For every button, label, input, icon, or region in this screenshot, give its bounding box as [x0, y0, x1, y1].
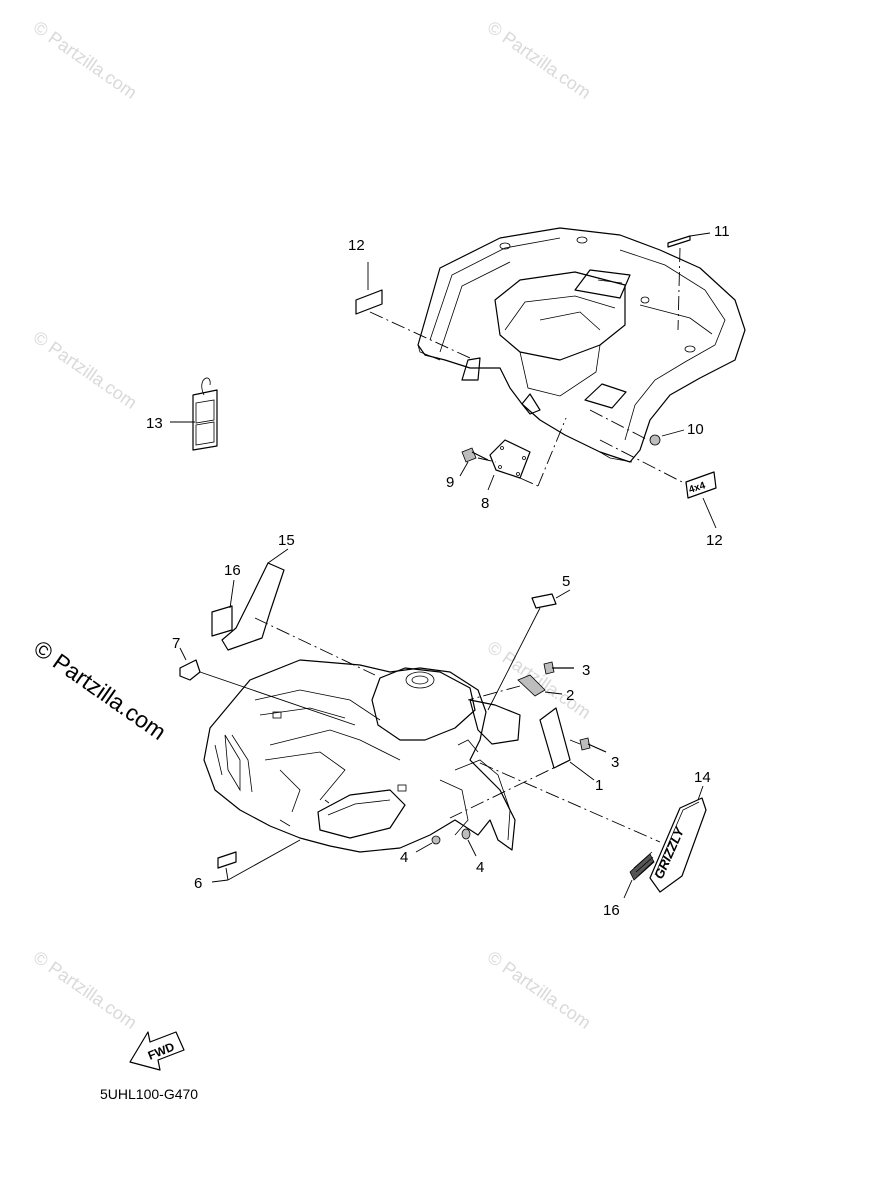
decal-11 — [667, 235, 691, 248]
rivet-3-upper — [543, 661, 574, 675]
callout-7: 7 — [172, 635, 180, 652]
front-fender — [203, 659, 521, 853]
decal-4x4-text: 4x4 — [688, 480, 708, 496]
callout-8: 8 — [481, 495, 489, 512]
plate-8 — [489, 439, 531, 479]
grommet-4-left — [431, 835, 441, 845]
callout-14: 14 — [694, 769, 711, 786]
plate-2 — [517, 674, 546, 697]
plate-1 — [539, 707, 571, 769]
watermark-mid-left: © Partzilla.com — [30, 327, 141, 413]
callout-1: 1 — [595, 777, 603, 794]
fwd-arrow-icon: FWD — [129, 1031, 185, 1071]
callout-13: 13 — [146, 415, 163, 432]
watermark-mid-right: © Partzilla.com — [484, 637, 595, 723]
rear-fender — [417, 227, 746, 463]
callout-3-lower: 3 — [611, 754, 619, 771]
decal-12-upper — [355, 289, 383, 315]
decal-15 — [221, 562, 285, 651]
callout-10: 10 — [687, 421, 704, 438]
decal-12-4x4: 4x4 — [685, 471, 717, 499]
callout-6: 6 — [194, 875, 202, 892]
callout-16-lower: 16 — [603, 902, 620, 919]
callout-12-lower: 12 — [706, 532, 723, 549]
callout-5: 5 — [562, 573, 570, 590]
watermark-top-left: © Partzilla.com — [30, 17, 141, 103]
badge-7 — [179, 659, 201, 681]
decal-16-lower — [629, 851, 655, 881]
callout-16-upper: 16 — [224, 562, 241, 579]
rivet-9 — [461, 447, 489, 463]
decal-6 — [217, 851, 237, 869]
callout-3-upper: 3 — [582, 662, 590, 679]
decal-16-upper — [211, 605, 233, 637]
callout-15: 15 — [278, 532, 295, 549]
diagram-code: 5UHL100-G470 — [100, 1086, 198, 1102]
callout-2: 2 — [566, 687, 574, 704]
grizzly-text: GRIZZLY — [651, 824, 687, 881]
decal-5 — [531, 593, 557, 609]
watermark-top-right: © Partzilla.com — [484, 17, 595, 103]
emblem-14-grizzly: GRIZZLY — [649, 797, 707, 893]
watermark-main: © Partzilla.com — [29, 635, 171, 745]
callout-4-left: 4 — [400, 849, 408, 866]
watermark-bottom-left: © Partzilla.com — [30, 947, 141, 1033]
tag-13 — [192, 377, 218, 451]
grommet-10 — [649, 434, 661, 446]
callout-9: 9 — [446, 474, 454, 491]
watermark-bottom-right: © Partzilla.com — [484, 947, 595, 1033]
watermarks: © Partzilla.com © Partzilla.com © Partzi… — [30, 17, 595, 1033]
callout-4-right: 4 — [476, 859, 484, 876]
rivet-3-lower — [579, 737, 607, 753]
callout-12-upper: 12 — [348, 237, 365, 254]
grommet-4-right — [461, 828, 471, 840]
callout-11: 11 — [714, 223, 730, 240]
